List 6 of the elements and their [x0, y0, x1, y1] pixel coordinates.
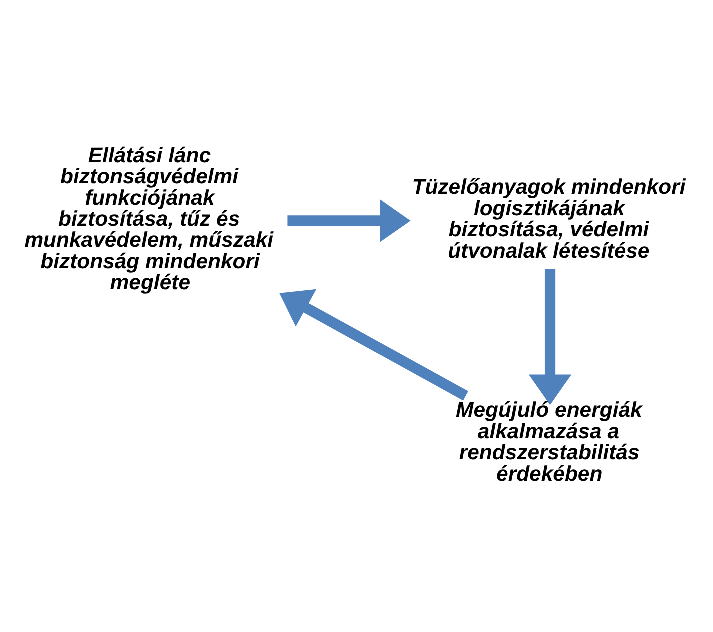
arrow [280, 288, 468, 400]
node-text: Ellátási lánc biztonságvédelmi funkciójának biztosítása, tűz és munkavédelem, műszaki biztonság mindenkori megléte [24, 144, 274, 294]
node-text: Tüzelőanyagok mindenkori logisztikájának biztosítása, védelmi útvonalak létesítése [412, 176, 686, 262]
arrow [288, 199, 411, 242]
node-text: Megújuló energiák alkalmazása a rendszerstabilitás érdekében [456, 398, 642, 486]
arrow [528, 268, 572, 405]
